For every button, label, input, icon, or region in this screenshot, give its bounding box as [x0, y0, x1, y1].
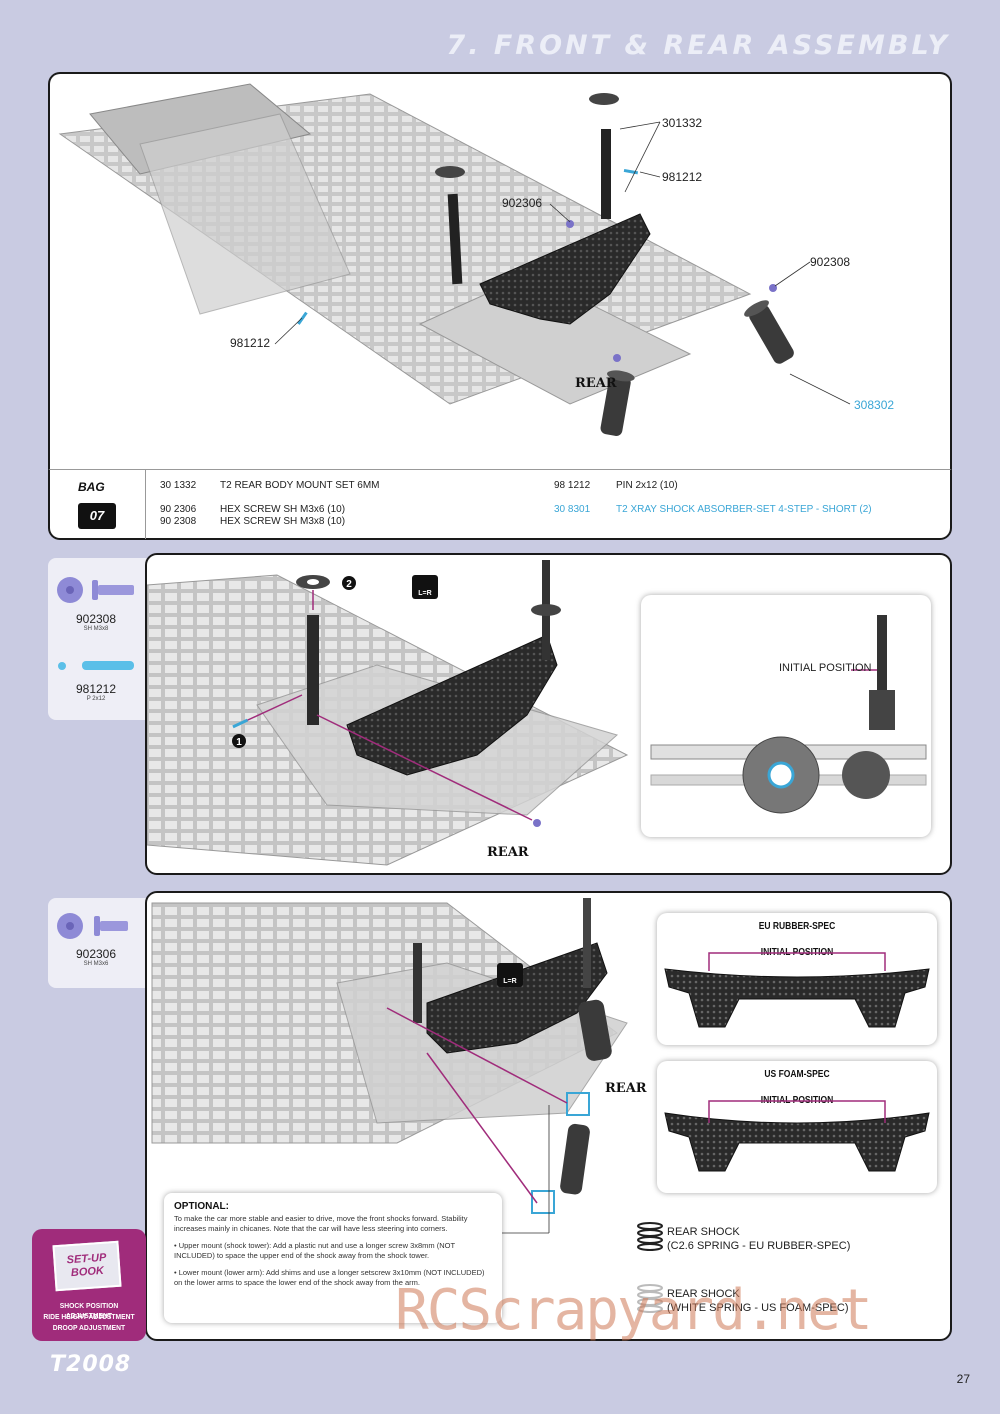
spring-red-icon: [637, 1222, 663, 1251]
part-desc: HEX SCREW SH M3x8 (10): [220, 516, 346, 527]
us-foam-spec-inset: US FOAM-SPEC INITIAL POSITION: [657, 1061, 937, 1193]
optional-heading: OPTIONAL:: [174, 1201, 229, 1212]
label-308302: 308302: [854, 398, 895, 412]
part-spec: SH M3x6: [83, 961, 109, 967]
setup-item: RIDE HEIGHT ADJUSTMENT: [43, 1312, 135, 1321]
optional-intro: To make the car more stable and easier t…: [174, 1214, 468, 1233]
optional-lower-mount: • Lower mount (lower arm): Add shims and…: [174, 1268, 485, 1287]
parts-sidebar-step2: 902308 SH M3x8 981212 P 2x12: [48, 558, 148, 720]
bag-parts-list: BAG 07 30 1332 T2 REAR BODY MOUNT SET 6M…: [48, 469, 952, 540]
part-desc: HEX SCREW SH M3x6 (10): [220, 504, 346, 515]
rear-shock-us-label: REAR SHOCK (WHITE SPRING - US FOAM-SPEC): [667, 1287, 849, 1315]
initial-position-inset: INITIAL POSITION: [641, 595, 931, 837]
part-code-902308: 902308: [75, 612, 117, 626]
eu-rubber-spec-inset: EU RUBBER-SPEC INITIAL POSITION: [657, 913, 937, 1045]
lr-badge: L=R: [503, 978, 516, 985]
spring-white-icon: [637, 1284, 663, 1313]
shock-us-line2: (WHITE SPRING - US FOAM-SPEC): [667, 1302, 849, 1314]
rear-label: REAR: [487, 845, 529, 860]
rear-label: REAR: [575, 376, 617, 391]
part-code-981212: 981212: [75, 682, 117, 696]
eu-spec-title: EU RUBBER-SPEC: [758, 921, 836, 932]
part-spec: SH M3x8: [83, 626, 109, 632]
watermark: RCScrapyard.net: [395, 1278, 873, 1343]
part-code: 30 8301: [554, 504, 591, 515]
page-title: 7. FRONT & REAR ASSEMBLY: [446, 30, 950, 61]
body-mount-panel: 1 2 L=R REAR INITIAL POSITION: [145, 553, 952, 875]
step-1-marker: 1: [236, 737, 242, 748]
bag-badge: BAG 07: [50, 470, 146, 539]
shock-eu-line1: REAR SHOCK: [667, 1226, 740, 1238]
page-number: 27: [956, 1372, 970, 1386]
chassis-illustration: [58, 83, 851, 436]
inset-illustration: [650, 615, 927, 814]
us-spec-title: US FOAM-SPEC: [764, 1069, 830, 1080]
label-902306: 902306: [502, 196, 543, 210]
shock-mount-illustration: L=R: [151, 898, 663, 1313]
part-code: 30 1332: [160, 480, 197, 491]
screw-pin-icons: [57, 577, 134, 670]
optional-upper-mount: • Upper mount (shock tower): Add a plast…: [174, 1241, 455, 1260]
part-code: 98 1212: [554, 480, 591, 491]
optional-notes: OPTIONAL: To make the car more stable an…: [164, 1193, 502, 1323]
part-desc: PIN 2x12 (10): [616, 480, 678, 491]
setup-book-badge: SET-UP BOOK SHOCK POSITION ADJUSTMENT RI…: [32, 1229, 146, 1341]
label-981212-left: 981212: [230, 336, 271, 350]
rear-assembly-panel: 301332 981212 902306 902308 981212 30830…: [48, 72, 952, 472]
rear-label: REAR: [605, 1081, 647, 1096]
label-902308: 902308: [810, 255, 851, 269]
setup-item: SHOCK POSITION ADJUSTMENT: [59, 1301, 119, 1320]
part-code: 90 2308: [160, 516, 197, 527]
shock-eu-line2: (C2.6 SPRING - EU RUBBER-SPEC): [667, 1240, 851, 1252]
shock-us-line1: REAR SHOCK: [667, 1288, 740, 1300]
part-desc: T2 REAR BODY MOUNT SET 6MM: [220, 480, 380, 491]
body-mount-illustration: 1 2 L=R: [147, 560, 629, 866]
part-code-902306: 902306: [75, 947, 117, 961]
lr-badge: L=R: [418, 590, 431, 597]
label-981212-top: 981212: [662, 170, 703, 184]
initial-position-label: INITIAL POSITION: [779, 662, 872, 674]
bag-number: 07: [78, 503, 116, 529]
part-code: 90 2306: [160, 504, 197, 515]
setup-book-icon: SET-UP BOOK: [52, 1240, 122, 1292]
bag-label: BAG: [78, 480, 105, 494]
t2008-logo: T2008: [50, 1352, 132, 1377]
rear-shock-eu-label: REAR SHOCK (C2.6 SPRING - EU RUBBER-SPEC…: [667, 1225, 850, 1253]
screw-icon: [57, 913, 128, 939]
part-desc: T2 XRAY SHOCK ABSORBER-SET 4-STEP - SHOR…: [616, 504, 872, 515]
us-tower-drawing: [664, 1100, 930, 1172]
part-spec: P 2x12: [86, 696, 106, 702]
parts-sidebar-step3: 902306 SH M3x6: [48, 898, 148, 988]
setup-item: DROOP ADJUSTMENT: [52, 1323, 126, 1332]
label-301332: 301332: [662, 116, 703, 130]
eu-tower-drawing: [664, 952, 930, 1028]
step-2-marker: 2: [346, 579, 352, 590]
